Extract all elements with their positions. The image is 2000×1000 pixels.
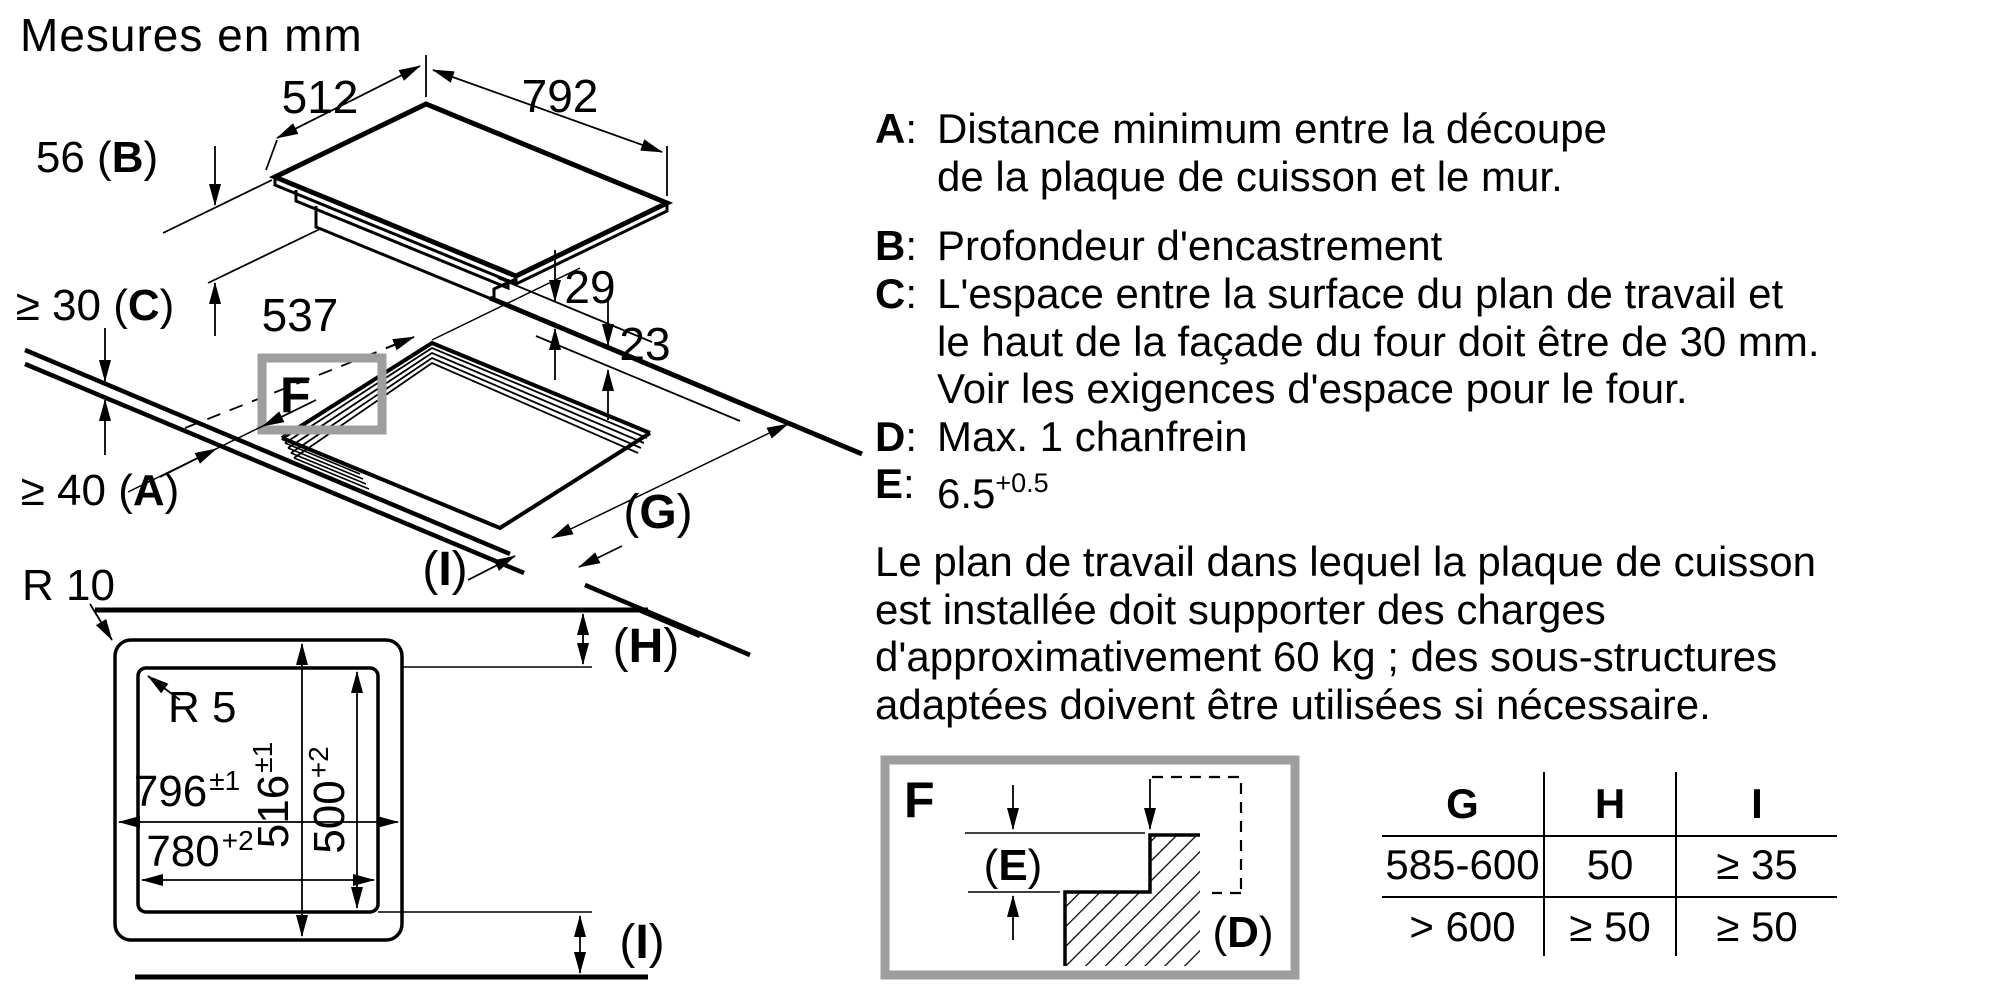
f-callout-label: F [280,367,311,423]
dim-792-label: 792 [522,70,599,122]
legend-item-C: C: L'espace entre la surface du plan de … [875,270,1980,413]
page-title: Mesures en mm [20,9,363,61]
table-cell-I1: ≥ 35 [1716,841,1798,888]
table-cell-I2: ≥ 50 [1716,903,1798,950]
cooktop-glass-top [268,101,674,279]
worktop-front-edge [24,347,751,658]
dim-537-label: 537 [262,289,339,341]
r10-arrow [89,603,113,641]
dim-516-label: 516±1 [247,742,298,848]
dim-I-iso-label: (I) [422,543,467,596]
table-cell-G2: > 600 [1382,898,1545,956]
dimension-G [551,423,789,539]
dimension-792 [432,69,668,196]
dim-G-label: (G) [623,486,692,539]
table-header-G: G [1382,772,1545,835]
dimension-56B [162,146,321,336]
dim-H-label: (H) [613,620,680,673]
worktop-step-profile [1063,833,1200,966]
legend-key-D: D: [875,413,918,460]
dim-23-label: 23 [619,318,670,370]
installation-drawing: 512 792 56 (B) [16,55,863,980]
table-row: > 600 ≥ 50 ≥ 50 [1382,898,1837,956]
dim-A-label: ≥ 40 (A) [21,466,180,515]
table-row: 585-600 50 ≥ 35 [1382,837,1837,898]
table-header-I: I [1751,780,1763,827]
dim-500-label: 500+2 [303,746,354,853]
legend-item-E: E: 6.5+0.5 [875,460,1980,518]
f-detail-label: F [904,772,935,828]
table-cell-H2: ≥ 50 [1545,898,1677,956]
table-cell-H1: 50 [1545,837,1677,896]
table-cell-G1: 585-600 [1382,837,1545,896]
dim-56B-label: 56 (B) [36,133,158,182]
legend-item-B: B: Profondeur d'encastrement [875,222,1980,270]
legend-text-A: Distance minimum entre la découpe de la … [937,105,1607,200]
legend-item-A: A: Distance minimum entre la découpe de … [875,105,1980,200]
f-detail-drawing: F (E) (D) [880,755,1300,980]
d-label: (D) [1212,908,1273,957]
f-callout-box [257,353,387,435]
table-header-H: H [1545,772,1677,835]
ghi-table: G H I 585-600 50 ≥ 35 > 600 ≥ 50 ≥ 50 [1382,772,1837,956]
legend-text-D: Max. 1 chanfrein [937,413,1248,460]
r5-arrow [147,675,181,701]
f-detail-border [880,755,1300,980]
dim-29-label: 29 [564,261,615,313]
plan-inner-cutout [136,666,380,914]
worktop-section-hatch [1065,835,1200,966]
dim-I-plan-label: (I) [619,916,664,969]
r10-label: R 10 [22,561,115,610]
dimension-A [127,399,317,493]
dim-780-label: 780+2 [146,825,253,876]
legend-key-B: B: [875,222,918,269]
plan-view: R 10 R 5 516±1 500+2 796±1 780+2 (H) (I) [22,561,680,980]
dim-C-label: ≥ 30 (C) [16,281,175,330]
chamfer-dashed-outline [1152,775,1243,895]
table-header-row: G H I [1382,772,1837,837]
legend-text-C: L'espace entre la surface du plan de tra… [937,270,1820,412]
dimension-I-iso [467,545,623,581]
e-label: (E) [984,841,1043,890]
legend-item-D: D: Max. 1 chanfrein [875,413,1980,461]
legend-key-C: C: [875,270,918,317]
worktop-back-edge [431,267,863,457]
dimension-512 [265,55,427,171]
legend-text-E: 6.5+0.5 [937,468,1049,517]
dim-796-label: 796±1 [134,765,240,816]
dim-512-label: 512 [282,71,359,123]
legend-key-A: A: [875,105,918,152]
worktop-cutout [280,340,652,531]
worktop-load-note: Le plan de travail dans lequel la plaque… [875,538,1817,728]
plan-outer-cutout [113,638,404,942]
r5-label: R 5 [168,683,236,732]
legend-key-E: E: [875,460,915,507]
legend-text-B: Profondeur d'encastrement [937,222,1443,269]
